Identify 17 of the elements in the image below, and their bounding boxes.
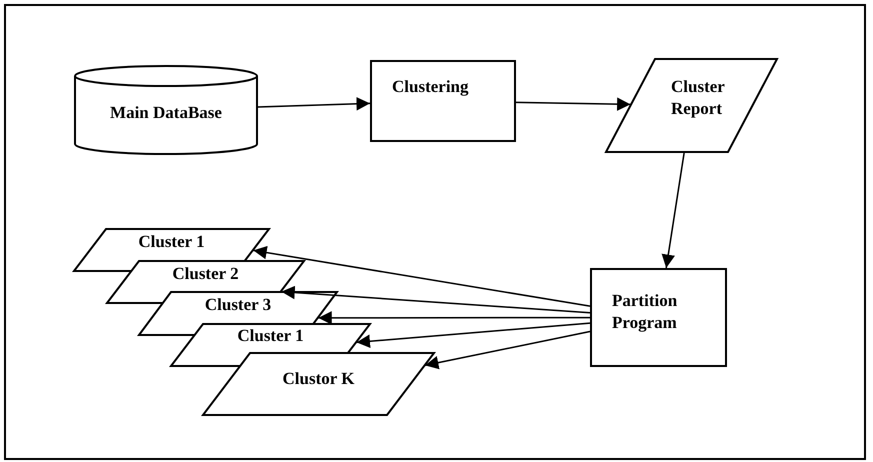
node-label: Cluster Report xyxy=(671,76,726,120)
node-label: Cluster 3 xyxy=(204,294,272,316)
arrow xyxy=(258,97,370,111)
arrow xyxy=(516,97,631,111)
node-label: Main DataBase xyxy=(109,102,223,124)
node-label: Cluster 1 xyxy=(137,231,206,253)
arrow xyxy=(253,246,590,307)
node-label: Clustor K xyxy=(282,368,356,390)
arrow xyxy=(356,322,590,348)
arrow xyxy=(318,311,590,325)
arrow xyxy=(424,330,590,370)
arrow xyxy=(662,152,685,268)
node-label: Cluster 1 xyxy=(236,325,305,347)
node-label: Partition Program xyxy=(612,290,678,334)
node-label: Clustering xyxy=(392,76,470,98)
arrow xyxy=(281,286,590,314)
node-label: Cluster 2 xyxy=(171,263,240,285)
